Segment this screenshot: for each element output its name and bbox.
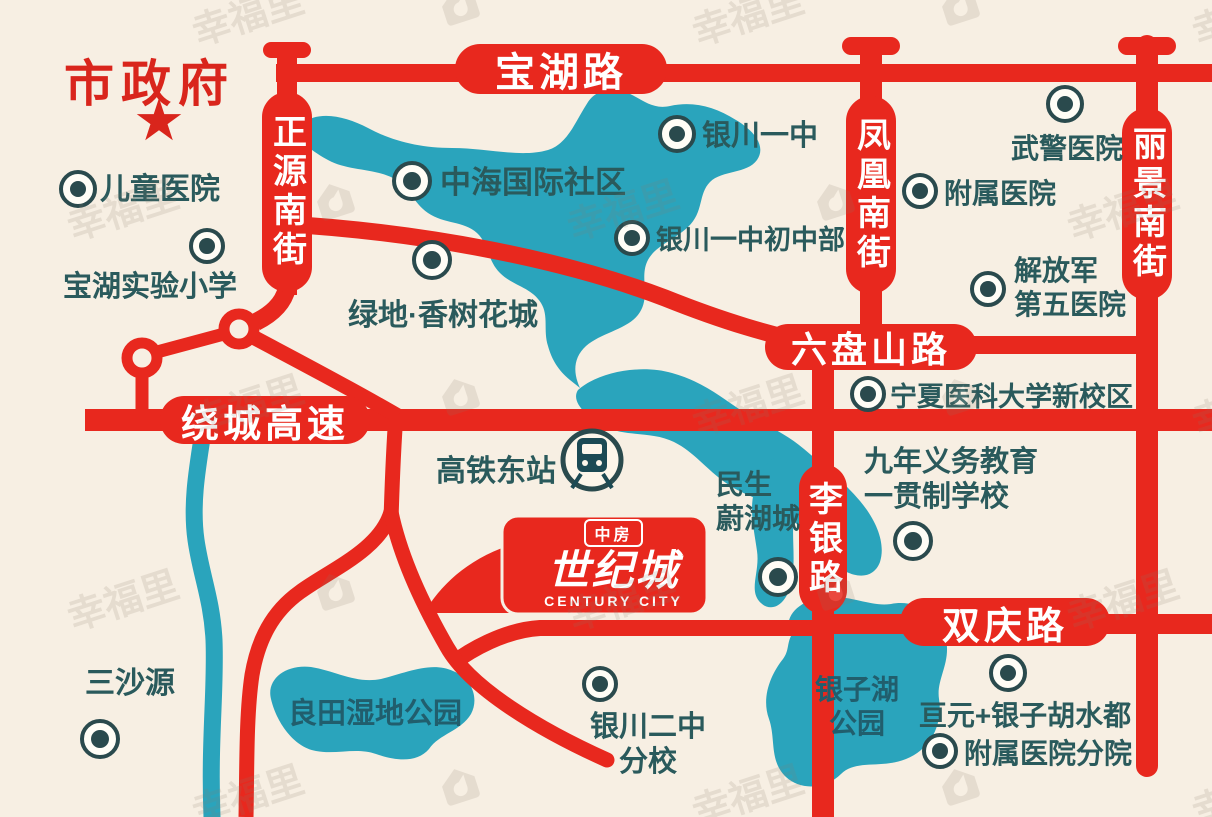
train-station-label: 高铁东站 bbox=[436, 455, 556, 488]
road-label-zhengyuan: 正源南街 bbox=[262, 92, 312, 292]
yinchuan-no2-branch-marker bbox=[582, 666, 618, 702]
yinchuan-no1-junior-label: 银川一中初中部 bbox=[656, 225, 845, 255]
yinchuan-no2-branch-label: 银川二中分校 bbox=[589, 711, 707, 778]
road-south-branch-east bbox=[383, 504, 615, 768]
pla-no5-hospital-marker bbox=[970, 271, 1006, 307]
affiliated-hospital-branch-marker bbox=[922, 733, 958, 769]
road-liupanshan-west-connector bbox=[284, 215, 820, 354]
minsheng-weihucheng-label: 民生蔚湖城 bbox=[716, 469, 801, 534]
pla-no5-hospital-label: 解放军第五医院 bbox=[1014, 255, 1127, 320]
children-hospital-marker bbox=[59, 170, 97, 208]
badge-logo: 中房 bbox=[584, 518, 643, 547]
road-ramp-to-expressway bbox=[249, 330, 402, 423]
baohu-primary-school-label: 宝湖实验小学 bbox=[62, 271, 238, 303]
genyuan-yinzihu-label: 亘元+银子胡水都 bbox=[918, 700, 1132, 731]
water-yinzihu bbox=[766, 596, 948, 787]
affiliated-hospital-branch-label: 附属医院分院 bbox=[964, 738, 1133, 769]
road-label-fenghuang: 凤凰南街 bbox=[846, 96, 896, 294]
zhonghai-community-marker bbox=[392, 161, 432, 201]
road-south-branch-west bbox=[238, 509, 399, 817]
armed-police-hospital-label: 武警医院 bbox=[1010, 133, 1124, 164]
greenland-xiangshu-label: 绿地·香树花城 bbox=[348, 299, 538, 332]
yinchuan-no1-middle-marker bbox=[658, 115, 696, 153]
baohu-primary-school-marker bbox=[189, 228, 225, 264]
road-ring-connector bbox=[155, 327, 226, 359]
road-label-shuangqing: 双庆路 bbox=[900, 598, 1110, 648]
minsheng-weihucheng-marker bbox=[758, 557, 798, 597]
roundabout-lower bbox=[121, 337, 163, 379]
train-station-icon bbox=[560, 428, 624, 492]
water-river bbox=[185, 423, 223, 817]
affiliated-hospital-marker bbox=[902, 173, 938, 209]
sanshayuan-label: 三沙源 bbox=[85, 667, 175, 700]
children-hospital-label: 儿童医院 bbox=[100, 173, 220, 206]
nine-year-school-marker bbox=[893, 521, 933, 561]
road-label-liyin: 李银路 bbox=[799, 464, 847, 614]
yinchuan-no1-middle-label: 银川一中 bbox=[702, 120, 819, 152]
sanshayuan-marker bbox=[80, 719, 120, 759]
armed-police-hospital-marker bbox=[1046, 85, 1084, 123]
city-government-star-icon: ★ bbox=[133, 88, 185, 153]
yinchuan-no1-junior-marker bbox=[614, 220, 650, 256]
nine-year-school-label: 九年义务教育一贯制学校 bbox=[864, 446, 1039, 513]
ningxia-medical-univ-label: 宁夏医科大学新校区 bbox=[890, 382, 1133, 412]
affiliated-hospital-label: 附属医院 bbox=[944, 178, 1057, 209]
greenland-xiangshu-marker bbox=[412, 240, 452, 280]
ningxia-medical-univ-marker bbox=[850, 376, 886, 412]
roundabout-upper bbox=[218, 308, 260, 350]
liangtian-wetland-park-label: 良田湿地公园 bbox=[287, 698, 463, 730]
badge-name: 世纪城 bbox=[547, 546, 680, 594]
road-label-lijing: 丽景南街 bbox=[1122, 108, 1172, 300]
water-liangtian bbox=[270, 666, 475, 760]
badge-tail bbox=[424, 545, 520, 613]
yinzihu-park-label: 银子湖公园 bbox=[814, 674, 900, 739]
city-government-label: 市政府 bbox=[64, 56, 235, 112]
zhonghai-community-label: 中海国际社区 bbox=[440, 165, 626, 200]
badge-body bbox=[500, 514, 709, 616]
badge-subtitle: CENTURY CITY bbox=[544, 593, 683, 610]
road-south-descent bbox=[383, 413, 404, 521]
road-shuangqing-west bbox=[447, 620, 828, 671]
road-label-liupanshan: 六盘山路 bbox=[765, 324, 977, 370]
century-city-badge: 中房 世纪城 CENTURY CITY bbox=[502, 514, 707, 614]
century-city-badge-shape bbox=[424, 514, 709, 616]
road-label-raocheng: 绕城高速 bbox=[160, 396, 370, 446]
road-label-baohu: 宝湖路 bbox=[455, 44, 667, 95]
genyuan-yinzihu-marker bbox=[989, 654, 1027, 692]
road-zhengyuan-bend bbox=[251, 285, 296, 331]
